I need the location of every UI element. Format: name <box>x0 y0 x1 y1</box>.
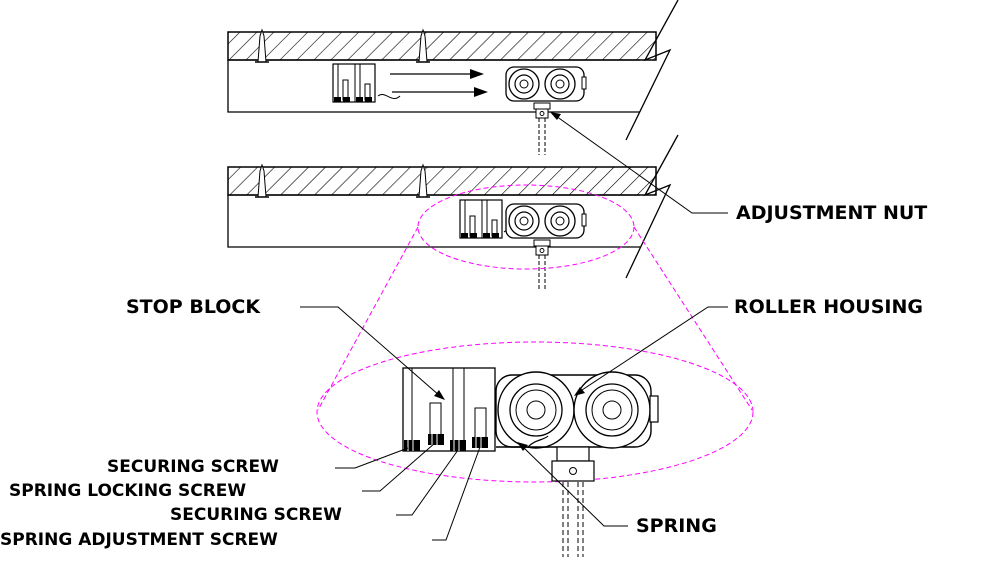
leader-securing-screw-2 <box>396 449 459 516</box>
label-stop-block: STOP BLOCK <box>126 296 261 318</box>
adjustment-nut-large <box>551 446 595 482</box>
leader-roller-housing <box>578 306 728 393</box>
leader-spring-locking-screw <box>362 442 436 492</box>
label-spring-adjustment-screw: SPRING ADJUSTMENT SCREW <box>0 530 278 550</box>
detail-callout-ellipse-large <box>316 341 754 483</box>
screw-heads <box>404 434 488 451</box>
mounting-screw <box>416 163 430 198</box>
detail-projection-line <box>317 226 419 411</box>
mounting-screw <box>416 28 430 63</box>
ceiling-header-middle <box>227 166 657 196</box>
stop-block-middle <box>459 199 503 239</box>
track-middle <box>227 195 640 248</box>
spring-wire <box>527 435 549 448</box>
direction-arrow <box>392 87 488 97</box>
leader-lines <box>300 112 728 541</box>
ceiling-header-top <box>227 31 657 61</box>
leader-stop-block <box>300 306 441 397</box>
securing-screw-head <box>450 440 466 451</box>
mounting-screw <box>255 163 269 198</box>
leader-spring <box>521 445 628 527</box>
mounting-screw <box>255 28 269 63</box>
top-assembly <box>227 0 679 155</box>
roller-assembly-top <box>505 66 587 119</box>
hanger-bolt <box>538 118 546 155</box>
spring-locking-screw-head <box>428 434 444 445</box>
leader-spring-adjustment-screw <box>432 446 481 541</box>
label-securing-screw-2: SECURING SCREW <box>170 505 342 525</box>
detail-projection-line <box>633 226 753 411</box>
label-spring-locking-screw: SPRING LOCKING SCREW <box>9 481 247 501</box>
label-spring: SPRING <box>636 515 717 537</box>
label-roller-housing: ROLLER HOUSING <box>734 296 923 318</box>
spring-adjustment-screw-head <box>472 437 488 448</box>
stop-block-top <box>332 63 376 103</box>
hanger-bolt <box>538 255 546 290</box>
spring-wire <box>377 94 401 100</box>
break-line <box>625 0 679 141</box>
label-adjustment-nut: ADJUSTMENT NUT <box>736 202 928 224</box>
direction-arrow <box>390 69 484 79</box>
break-line <box>625 134 679 279</box>
middle-assembly <box>227 134 679 290</box>
hanger-bolt-large <box>562 482 584 557</box>
securing-screw-head <box>404 440 420 451</box>
track-top <box>227 60 640 113</box>
label-securing-screw-1: SECURING SCREW <box>107 457 279 477</box>
leader-securing-screw-1 <box>335 447 409 469</box>
leader-adjustment-nut <box>555 115 728 214</box>
enlarged-detail <box>316 226 754 557</box>
roller-housing-large <box>495 371 659 449</box>
